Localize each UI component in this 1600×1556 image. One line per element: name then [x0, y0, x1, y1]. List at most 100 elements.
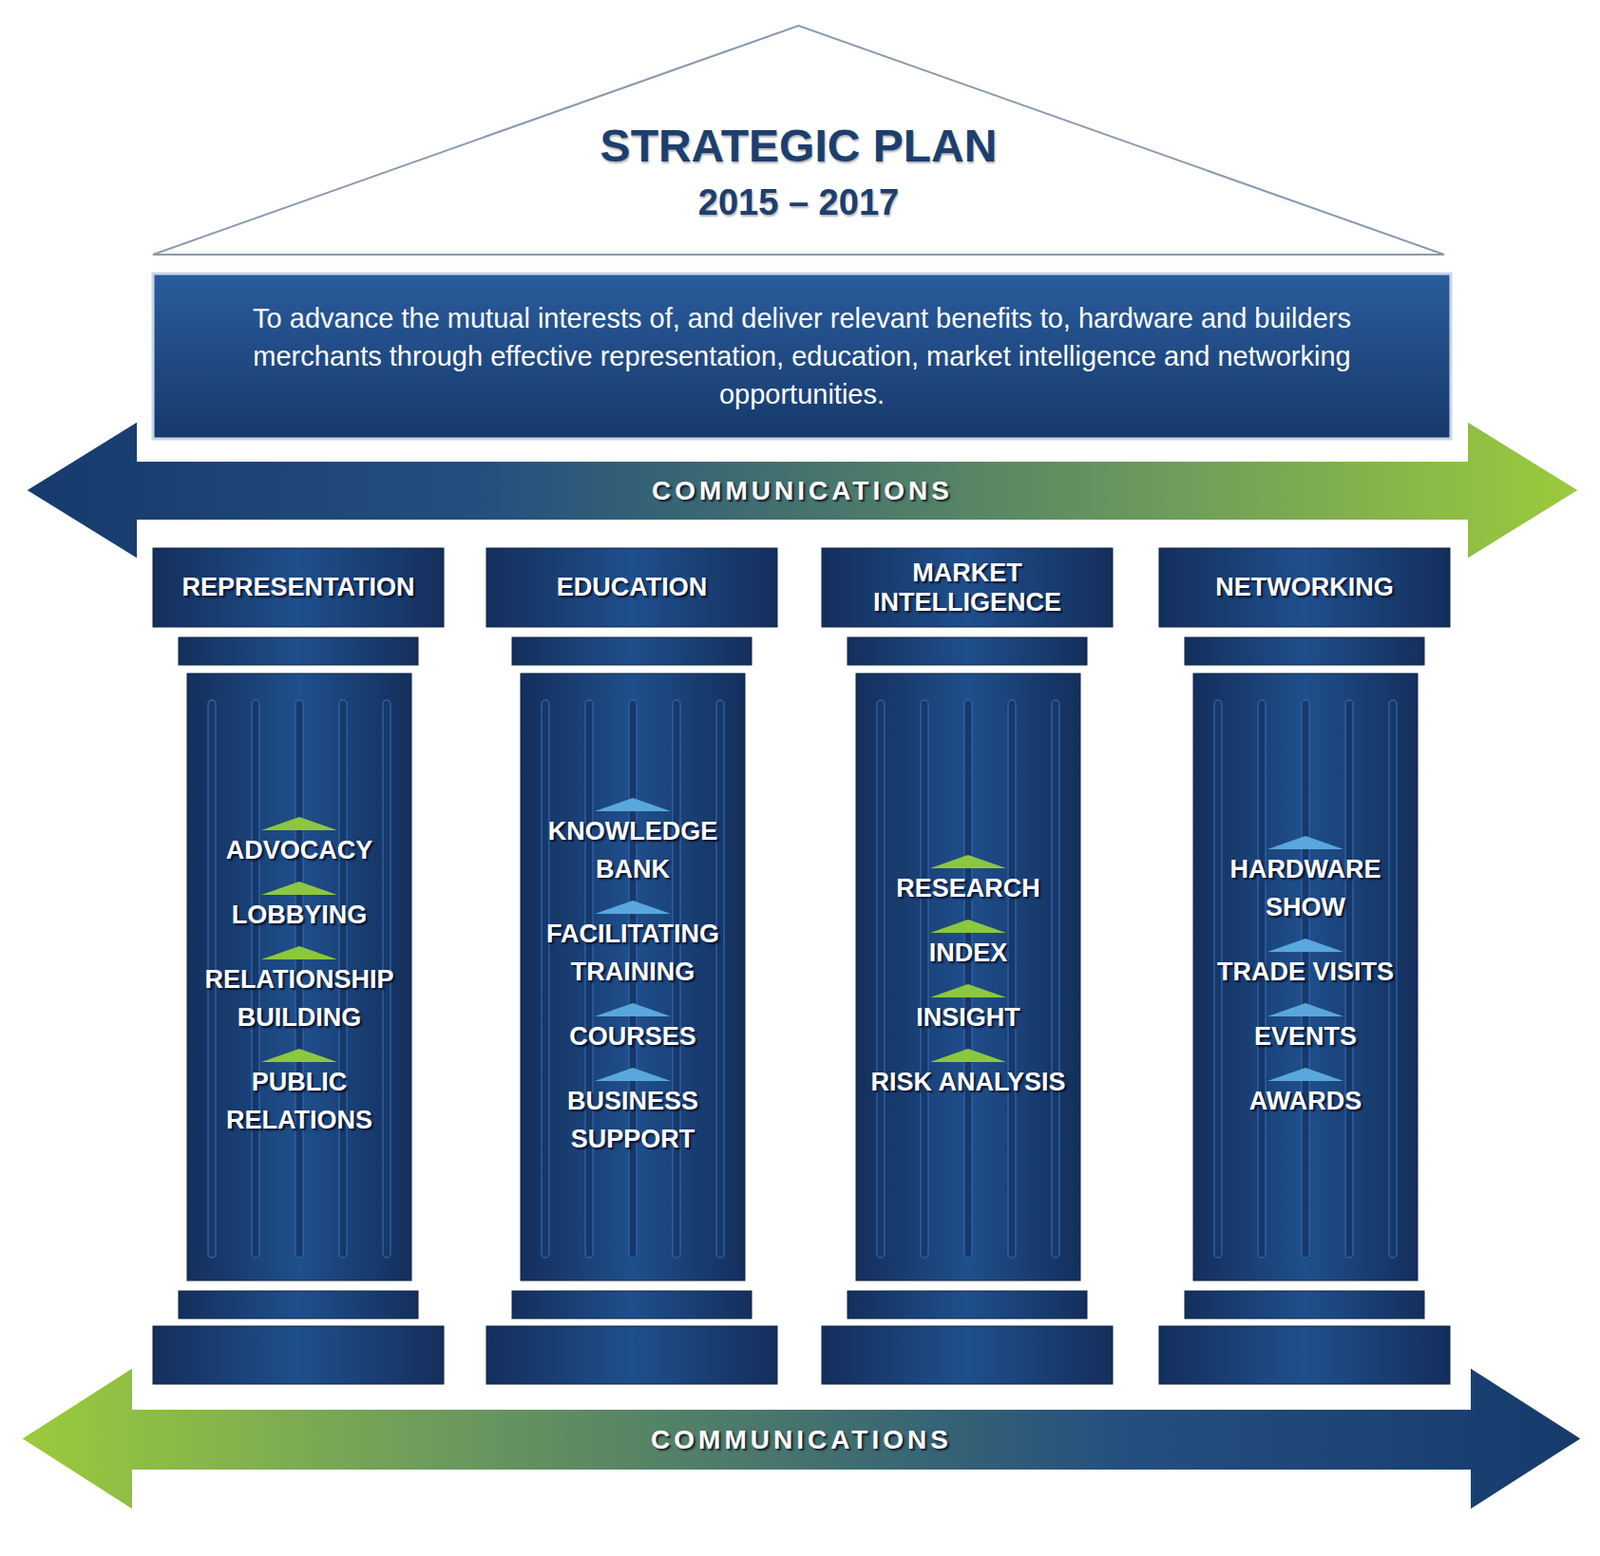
item-marker — [592, 1066, 673, 1083]
item-marker — [592, 1002, 673, 1018]
column-flute — [964, 700, 972, 1258]
pediment-triangle — [152, 25, 1445, 255]
double-arrow — [20, 1367, 1582, 1511]
item-marker — [259, 880, 340, 896]
pillar-header: REPRESENTATION — [152, 548, 444, 628]
column-flute — [1008, 700, 1016, 1258]
label-text: FACILITATING TRAINING — [526, 914, 740, 991]
item-marker — [928, 983, 1009, 999]
item-marker — [928, 918, 1009, 934]
title-pediment: STRATEGIC PLAN2015 – 2017 — [152, 25, 1445, 275]
marker-triangle — [1267, 938, 1344, 953]
label-text: PUBLIC RELATIONS — [192, 1063, 406, 1140]
label-text: EDUCATION — [556, 572, 708, 603]
pillar-item: INDEX — [861, 918, 1075, 972]
marker-triangle — [594, 798, 671, 812]
pillar-band — [847, 637, 1087, 666]
shaft-body — [856, 673, 1081, 1281]
pillar-item: KNOWLEDGE BANK — [526, 797, 740, 889]
pillar-item: ADVOCACY — [192, 816, 406, 870]
pillar-item: INSIGHT — [861, 983, 1075, 1037]
label-text: MARKET INTELLIGENCE — [829, 558, 1105, 618]
label-text: INSIGHT — [915, 998, 1021, 1037]
header-box — [486, 548, 778, 628]
pillar-item: PUBLIC RELATIONS — [192, 1047, 406, 1140]
pillar-band — [1184, 637, 1425, 666]
pillar-item: RISK ANALYSIS — [861, 1047, 1075, 1102]
pillar-band — [178, 637, 419, 666]
header-box — [1159, 548, 1450, 628]
pillar-band — [1184, 1291, 1425, 1319]
label-text: COURSES — [569, 1017, 697, 1056]
label-text: To advance the mutual interests of, and … — [219, 299, 1385, 414]
communications-arrow: COMMUNICATIONS — [20, 1367, 1582, 1511]
column-flute — [541, 700, 550, 1258]
label-text: RELATIONSHIP BUILDING — [192, 960, 406, 1037]
shaft-body — [1193, 673, 1418, 1281]
label-text: NETWORKING — [1215, 572, 1393, 603]
arrow-label-holder: COMMUNICATIONS — [25, 460, 1580, 521]
header-box — [152, 548, 444, 628]
pillar-shaft: RESEARCH INDEX INSIGHT RISK ANALYSIS — [856, 673, 1081, 1281]
pillar-band — [486, 1326, 778, 1385]
item-marker — [928, 1047, 1009, 1064]
marker-triangle — [1267, 836, 1344, 850]
item-marker — [1265, 1002, 1346, 1018]
pillar-item: BUSINESS SUPPORT — [526, 1066, 740, 1159]
pillar-band — [847, 1291, 1087, 1319]
label-text: COMMUNICATIONS — [651, 476, 953, 507]
shaft-outline — [856, 673, 1081, 1281]
column-flute — [716, 700, 724, 1258]
pillar-shaft: KNOWLEDGE BANK FACILITATING TRAINING COURS… — [520, 673, 745, 1281]
column-flute — [1051, 700, 1060, 1258]
pillar-header: EDUCATION — [486, 548, 778, 628]
item-marker — [259, 816, 340, 832]
pillar-band — [512, 637, 752, 666]
label-text: STRATEGIC PLAN — [600, 118, 998, 174]
marker-triangle — [1267, 1003, 1344, 1017]
pillar-band — [821, 1326, 1113, 1385]
mission-band: To advance the mutual interests of, and … — [152, 273, 1451, 439]
pillar-band — [178, 1291, 419, 1319]
marker-triangle — [930, 1048, 1007, 1063]
item-marker — [928, 854, 1009, 870]
label-text: AWARDS — [1249, 1082, 1363, 1121]
pillar-band — [1159, 1326, 1450, 1385]
marker-triangle — [930, 855, 1007, 869]
pillar-item: TRADE VISITS — [1199, 937, 1412, 991]
marker-triangle — [261, 817, 338, 831]
marker-triangle — [594, 1003, 671, 1017]
label-text: ADVOCACY — [226, 831, 374, 870]
marker-triangle — [1267, 1067, 1344, 1082]
marker-triangle — [261, 946, 338, 960]
label-text: RISK ANALYSIS — [870, 1063, 1066, 1102]
marker-triangle — [261, 881, 338, 896]
label-text: REPRESENTATION — [181, 572, 415, 603]
item-marker — [592, 899, 673, 915]
item-marker — [592, 797, 673, 813]
pillar-item: COURSES — [526, 1002, 740, 1056]
shaft-body — [520, 673, 745, 1281]
pillar-shaft: ADVOCACY LOBBYING RELATIONSHIP BUILDING PUB… — [187, 673, 412, 1281]
pillar-band — [512, 1291, 752, 1319]
item-marker — [1265, 1066, 1346, 1083]
communications-arrow: COMMUNICATIONS — [25, 420, 1580, 560]
column-flute — [876, 700, 885, 1258]
pillar-header: NETWORKING — [1159, 548, 1450, 628]
header-box — [821, 548, 1113, 628]
label-text: EVENTS — [1254, 1017, 1357, 1056]
label-text: LOBBYING — [231, 895, 368, 934]
pillar-band — [152, 1326, 444, 1385]
label-text: COMMUNICATIONS — [650, 1425, 953, 1456]
marker-triangle — [261, 1048, 338, 1063]
double-arrow — [25, 420, 1580, 560]
marker-triangle — [930, 984, 1007, 998]
pillar-item: HARDWARE SHOW — [1199, 835, 1412, 927]
shaft-body — [187, 673, 412, 1281]
pillar-header: MARKET INTELLIGENCE — [821, 548, 1113, 628]
pillar-item: RESEARCH — [861, 854, 1075, 908]
item-marker — [1265, 835, 1346, 851]
label-text: TRADE VISITS — [1217, 952, 1394, 991]
pillar-item: EVENTS — [1199, 1002, 1412, 1056]
